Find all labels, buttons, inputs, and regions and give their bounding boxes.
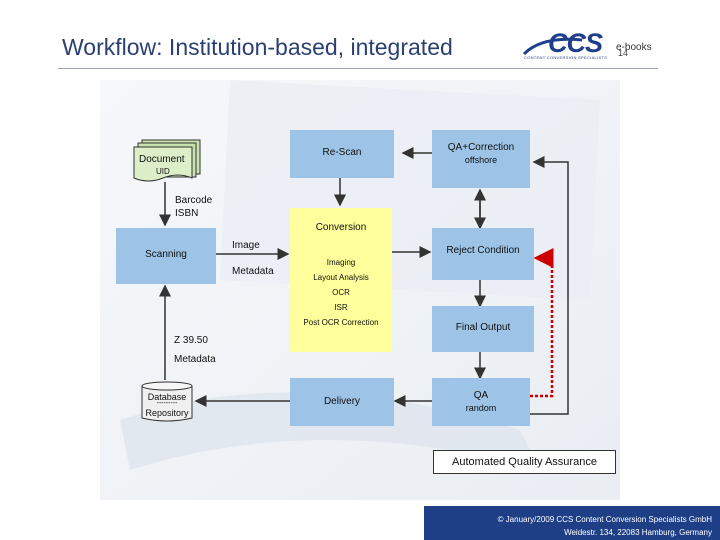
metadata-label: Metadata bbox=[232, 266, 274, 277]
conversion-box: Conversion Imaging Layout Analysis OCR I… bbox=[290, 208, 392, 352]
ccs-logo-subtext: CONTENT CONVERSION SPECIALISTS bbox=[524, 55, 608, 60]
conversion-step-isr: ISR bbox=[334, 303, 348, 312]
metadata2-label: Metadata bbox=[174, 354, 216, 365]
page-number: 14 bbox=[618, 48, 629, 58]
reject-condition-label: Reject Condition bbox=[446, 245, 520, 256]
conversion-step-ocr: OCR bbox=[332, 288, 350, 297]
delivery-label: Delivery bbox=[323, 396, 361, 407]
final-output-box: Final Output bbox=[432, 306, 534, 352]
ccs-logo-swoosh bbox=[522, 37, 583, 56]
image-label: Image bbox=[232, 240, 260, 251]
title-divider bbox=[58, 68, 658, 69]
automated-qa-caption: Automated Quality Assurance bbox=[433, 450, 616, 474]
delivery-box: Delivery bbox=[290, 378, 394, 426]
rescan-box: Re-Scan bbox=[290, 130, 394, 178]
slide-title: Workflow: Institution-based, integrated bbox=[62, 34, 453, 60]
footer-address: Weidestr. 134, 22083 Hamburg, Germany bbox=[564, 528, 712, 537]
qa-correction-sublabel: offshore bbox=[464, 155, 498, 165]
reject-condition-box: Reject Condition bbox=[432, 228, 534, 280]
conversion-step-post-ocr: Post OCR Correction bbox=[303, 318, 379, 327]
scanning-box: Scanning bbox=[116, 228, 216, 284]
qa-sublabel: random bbox=[465, 403, 497, 413]
z3950-label: Z 39.50 bbox=[174, 335, 208, 346]
repository-label: Repository bbox=[145, 408, 189, 418]
conversion-title: Conversion bbox=[315, 222, 367, 233]
qa-correction-label: QA+Correction bbox=[447, 142, 515, 153]
qa-correction-box: QA+Correction offshore bbox=[432, 130, 530, 188]
final-output-label: Final Output bbox=[455, 322, 511, 333]
scanning-label: Scanning bbox=[145, 249, 187, 260]
database-divider-text: --------- bbox=[156, 400, 178, 407]
section-tag: e-books bbox=[616, 42, 652, 53]
qa-label: QA bbox=[473, 390, 489, 401]
ccs-logo-text: CCS bbox=[548, 28, 603, 58]
document-stack-icon bbox=[133, 139, 201, 182]
qa-box: QA random bbox=[432, 378, 530, 426]
document-label: Document bbox=[139, 154, 185, 165]
isbn-label: ISBN bbox=[175, 208, 199, 219]
database-label: Database bbox=[147, 392, 187, 402]
footer-copyright: © January/2009 CCS Content Conversion Sp… bbox=[497, 515, 712, 524]
conversion-step-layout: Layout Analysis bbox=[313, 273, 369, 282]
document-uid-label: UID bbox=[156, 167, 170, 176]
barcode-label: Barcode bbox=[175, 195, 213, 206]
database-cylinder-icon bbox=[141, 381, 193, 422]
footer-bar: © January/2009 CCS Content Conversion Sp… bbox=[424, 506, 720, 540]
conversion-step-imaging: Imaging bbox=[326, 258, 356, 267]
rescan-label: Re-Scan bbox=[322, 147, 362, 158]
